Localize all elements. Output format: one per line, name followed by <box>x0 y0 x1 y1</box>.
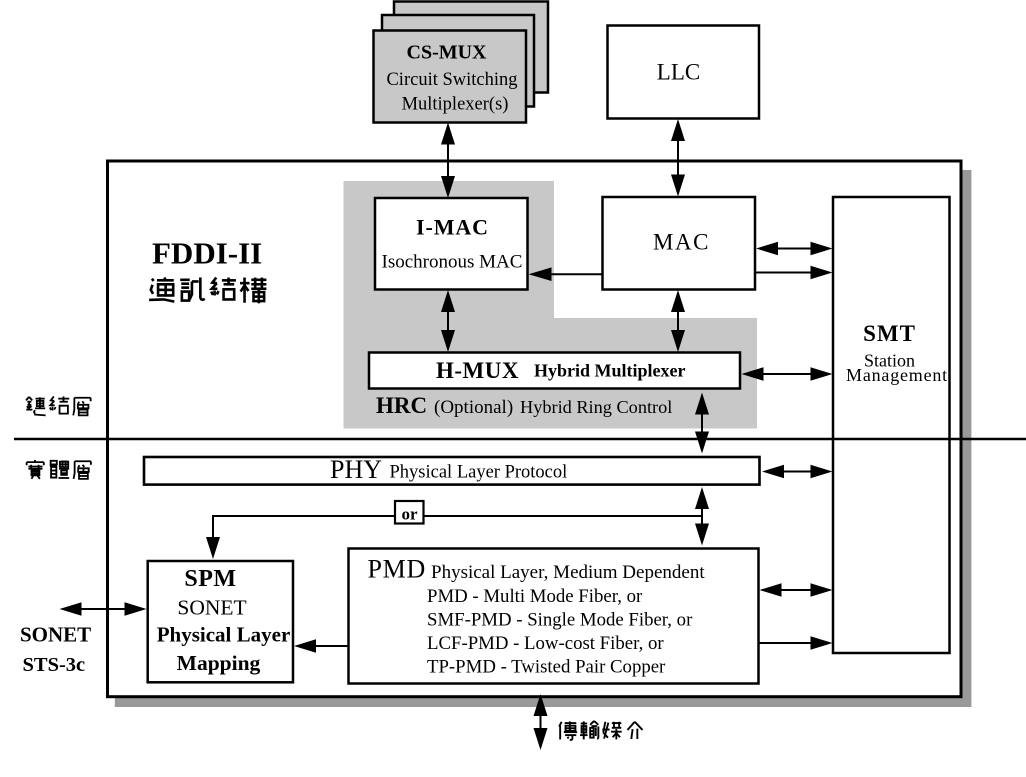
svg-text:LLC: LLC <box>657 60 700 85</box>
svg-text:TP-PMD - Twisted Pair Copper: TP-PMD - Twisted Pair Copper <box>427 657 666 678</box>
svg-text:SONET: SONET <box>177 596 246 620</box>
svg-text:Hybrid Multiplexer: Hybrid Multiplexer <box>534 361 686 381</box>
svg-text:Isochronous MAC: Isochronous MAC <box>382 252 523 273</box>
svg-text:I-MAC: I-MAC <box>416 215 489 240</box>
svg-text:PMD: PMD <box>368 555 426 584</box>
svg-text:or: or <box>401 505 418 524</box>
svg-text:Mapping: Mapping <box>177 651 261 675</box>
svg-text:PHY: PHY <box>330 455 382 484</box>
svg-text:Circuit Switching: Circuit Switching <box>386 70 517 90</box>
svg-text:FDDI-II: FDDI-II <box>152 236 262 271</box>
svg-text:SPM: SPM <box>184 566 236 592</box>
svg-text:Physical Layer: Physical Layer <box>157 623 291 647</box>
svg-text:Hybrid Ring Control: Hybrid Ring Control <box>520 397 672 417</box>
svg-text:MAC: MAC <box>653 230 710 255</box>
svg-text:Physical Layer Protocol: Physical Layer Protocol <box>390 463 568 483</box>
svg-text:PMD - Multi Mode Fiber, or: PMD - Multi Mode Fiber, or <box>427 586 643 607</box>
svg-text:STS-3c: STS-3c <box>23 654 86 676</box>
svg-text:Station: Station <box>864 351 915 371</box>
svg-text:H-MUX: H-MUX <box>436 358 519 383</box>
svg-text:SONET: SONET <box>20 623 91 647</box>
svg-text:SMF-PMD - Single Mode Fiber, o: SMF-PMD - Single Mode Fiber, or <box>427 610 693 631</box>
svg-text:Multiplexer(s): Multiplexer(s) <box>402 95 509 115</box>
svg-text:Physical Layer, Medium Depende: Physical Layer, Medium Dependent <box>431 562 705 583</box>
svg-text:Management: Management <box>846 365 948 385</box>
svg-text:HRC: HRC <box>376 393 427 418</box>
svg-text:(Optional): (Optional) <box>434 397 513 418</box>
svg-text:LCF-PMD - Low-cost Fiber, or: LCF-PMD - Low-cost Fiber, or <box>427 633 664 654</box>
svg-text:CS-MUX: CS-MUX <box>407 42 488 64</box>
svg-text:SMT: SMT <box>863 321 916 346</box>
